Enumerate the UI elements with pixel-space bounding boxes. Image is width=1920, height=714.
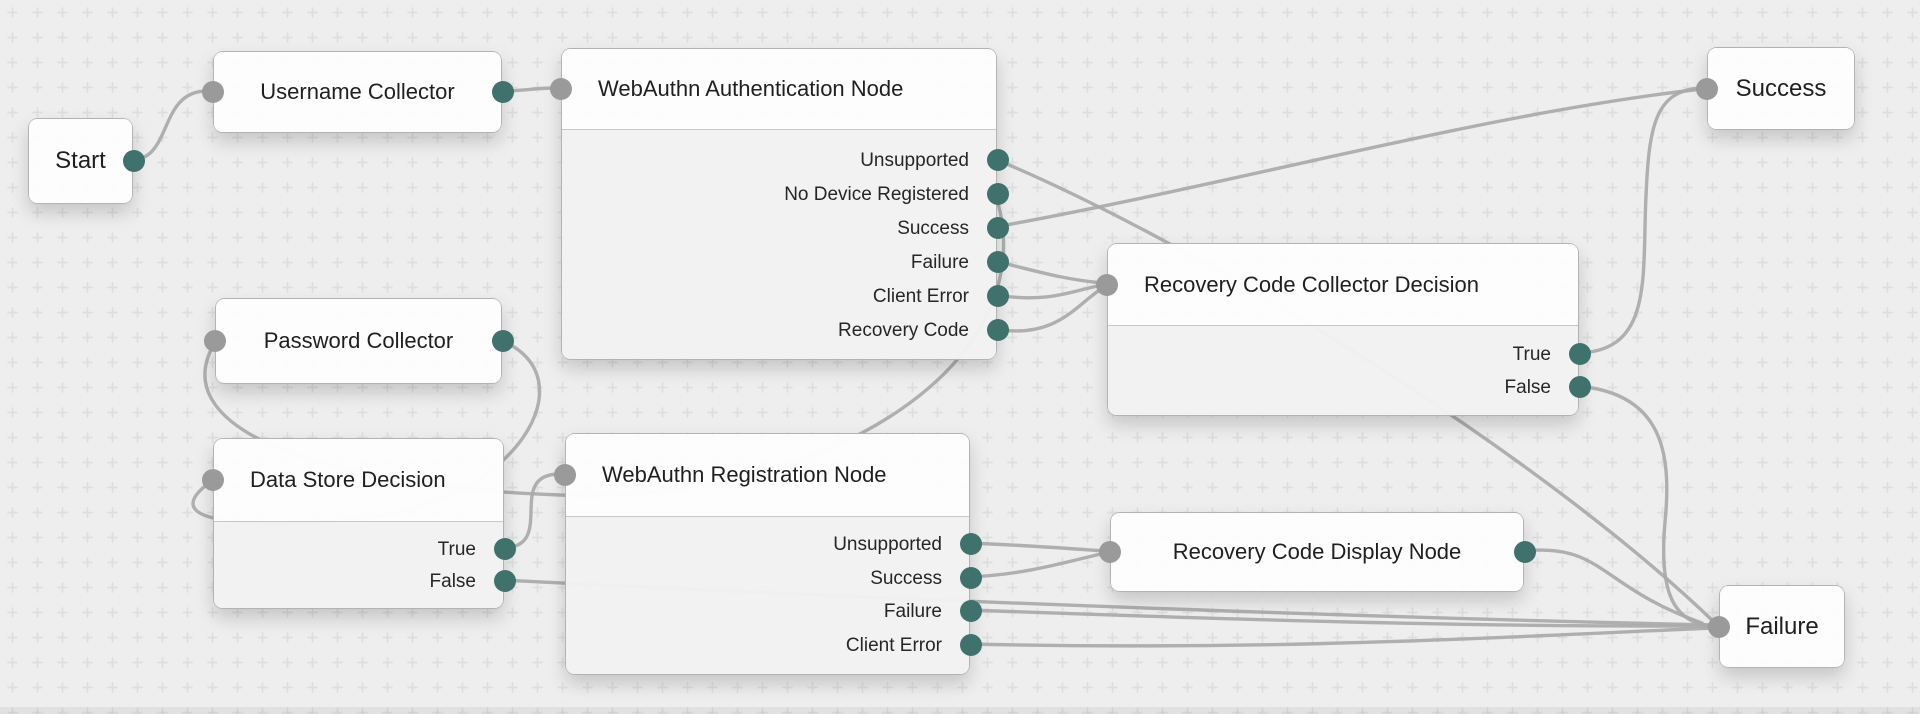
edge-recovery-code-display-out-to-failure[interactable] — [1520, 548, 1704, 625]
edge-recovery-code-collector-decision-true-to-success[interactable] — [1575, 86, 1704, 355]
edge-webauthn-reg-client-error-to-failure[interactable] — [966, 626, 1716, 648]
edge-webauthn-reg-unsupported-to-recovery-code-display[interactable] — [966, 541, 1107, 553]
node-username-collector[interactable]: Username Collector — [201, 51, 514, 133]
output-port-webauthn-auth-success[interactable] — [986, 217, 1009, 239]
output-port-data-store-decision-true[interactable] — [493, 538, 516, 560]
output-port-webauthn-auth-client-error[interactable] — [986, 285, 1009, 307]
edge-webauthn-reg-failure-to-failure[interactable] — [966, 608, 1716, 628]
input-port-data-store-decision[interactable] — [201, 469, 224, 491]
node-title: Recovery Code Display Node — [1172, 539, 1462, 564]
node-title: WebAuthn Authentication Node — [598, 76, 904, 101]
edge-recovery-code-collector-decision-false-to-failure[interactable] — [1575, 384, 1716, 628]
output-port-webauthn-reg-unsupported[interactable] — [959, 533, 982, 555]
output-port-webauthn-reg-success[interactable] — [959, 567, 982, 589]
input-port-success[interactable] — [1695, 77, 1718, 100]
node-start[interactable]: Start — [28, 118, 145, 204]
edge-webauthn-auth-success-to-success[interactable] — [993, 87, 1704, 229]
output-port-recovery-code-display[interactable] — [1513, 541, 1536, 563]
outcome-label: True — [437, 539, 476, 560]
outcome-label: False — [429, 571, 476, 592]
output-port-recovery-code-collector-decision-false[interactable] — [1568, 376, 1591, 398]
output-port-webauthn-auth-unsupported[interactable] — [986, 149, 1009, 171]
input-port-password-collector[interactable] — [203, 330, 226, 352]
output-port-webauthn-reg-client-error[interactable] — [959, 634, 982, 656]
node-success[interactable]: Success — [1695, 47, 1855, 130]
input-port-webauthn-auth[interactable] — [549, 78, 572, 100]
outcome-label: Unsupported — [833, 534, 942, 555]
outcome-label: Failure — [910, 252, 969, 273]
edge-data-store-decision-true-to-webauthn-reg[interactable] — [500, 472, 562, 550]
outcome-label: No Device Registered — [784, 184, 969, 205]
node-title: Data Store Decision — [250, 467, 446, 492]
edge-webauthn-auth-client-error-to-recovery-code-collector-decision[interactable] — [993, 283, 1104, 300]
output-port-webauthn-reg-failure[interactable] — [959, 600, 982, 622]
node-title: Recovery Code Collector Decision — [1144, 271, 1480, 297]
outcome-label: Client Error — [845, 635, 942, 656]
output-port-webauthn-auth-failure[interactable] — [986, 251, 1009, 273]
outcome-label: Success — [870, 568, 942, 589]
output-port-webauthn-auth-no-device-registered[interactable] — [986, 183, 1009, 205]
outcome-label: Unsupported — [860, 150, 969, 171]
output-port-recovery-code-collector-decision-true[interactable] — [1568, 343, 1591, 365]
output-port-data-store-decision-false[interactable] — [493, 570, 516, 592]
node-title: Username Collector — [260, 79, 455, 104]
outcome-label: Client Error — [872, 286, 969, 307]
input-port-webauthn-reg[interactable] — [553, 464, 576, 486]
node-title: WebAuthn Registration Node — [602, 462, 887, 487]
outcome-label: Success — [897, 218, 969, 239]
edge-webauthn-reg-success-to-recovery-code-display[interactable] — [966, 551, 1107, 579]
output-port-webauthn-auth-recovery-code[interactable] — [986, 319, 1009, 341]
outcome-label: Failure — [883, 601, 942, 622]
edge-webauthn-auth-recovery-code-to-recovery-code-collector-decision[interactable] — [993, 286, 1105, 333]
input-port-failure[interactable] — [1707, 615, 1730, 638]
input-port-username-collector[interactable] — [201, 81, 224, 103]
node-failure[interactable]: Failure — [1707, 585, 1845, 668]
node-title: Failure — [1745, 612, 1819, 640]
node-title: Success — [1735, 74, 1827, 102]
node-recovery-code-display[interactable]: Recovery Code Display Node — [1098, 512, 1536, 592]
node-password-collector[interactable]: Password Collector — [203, 298, 514, 384]
node-title: Password Collector — [263, 328, 454, 353]
outcome-label: Recovery Code — [838, 320, 969, 341]
input-port-recovery-code-display[interactable] — [1098, 541, 1121, 563]
output-port-username-collector[interactable] — [491, 81, 514, 103]
output-port-start[interactable] — [122, 150, 145, 172]
output-port-password-collector[interactable] — [491, 330, 514, 352]
canvas-bottom-edge — [0, 707, 1920, 714]
outcome-label: True — [1512, 344, 1551, 365]
node-title: Start — [55, 147, 106, 174]
edge-webauthn-auth-failure-to-recovery-code-collector-decision[interactable] — [993, 259, 1104, 285]
input-port-recovery-code-collector-decision[interactable] — [1095, 273, 1118, 296]
outcome-label: False — [1504, 377, 1551, 398]
